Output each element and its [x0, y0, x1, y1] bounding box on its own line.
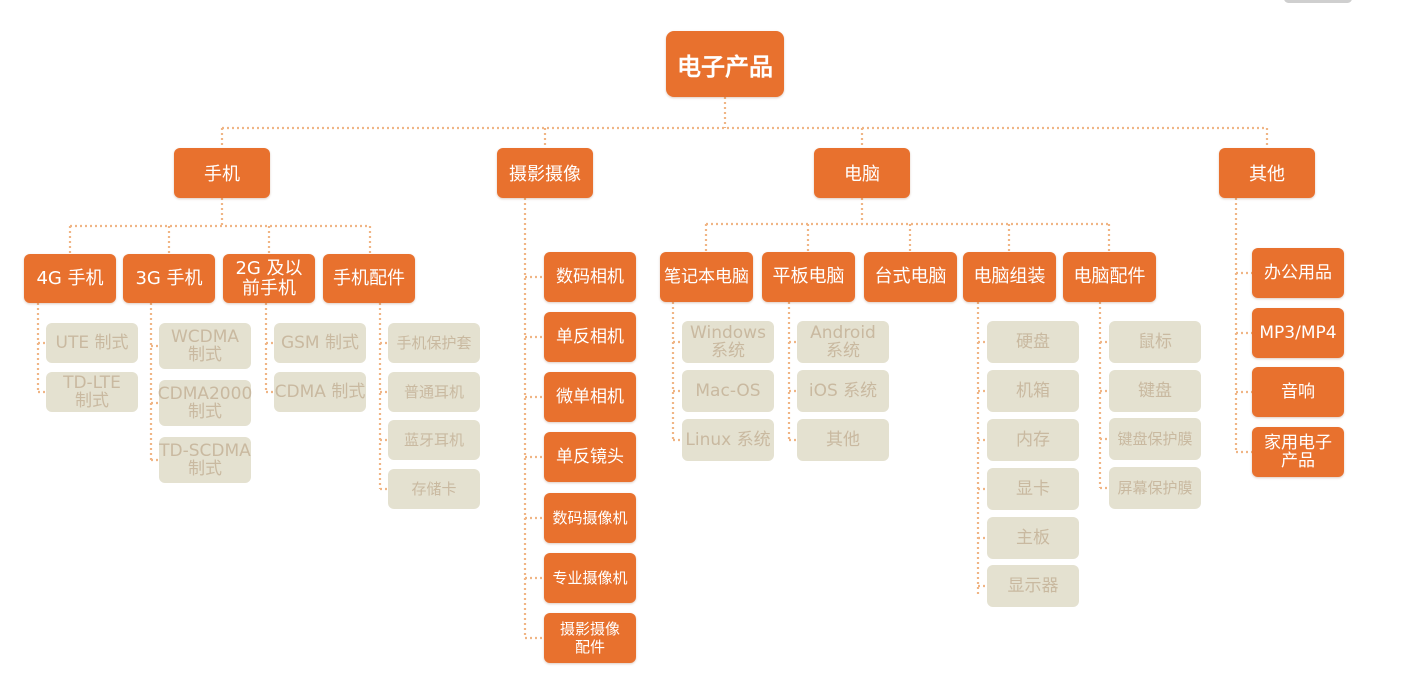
leaf-td-lte: TD-LTE 制式 — [46, 372, 138, 412]
node-other: 其他 — [1219, 148, 1315, 198]
leaf-digital-camera: 数码相机 — [544, 252, 636, 302]
node-root: 电子产品 — [666, 31, 784, 97]
leaf-phone-case: 手机保护套 — [388, 323, 480, 363]
node-phone-accessories: 手机配件 — [323, 254, 415, 303]
node-pc-accessories: 电脑配件 — [1063, 252, 1156, 302]
leaf-home-electronics: 家用电子 产品 — [1252, 427, 1344, 477]
leaf-keyboard: 键盘 — [1109, 370, 1201, 412]
leaf-ios: iOS 系统 — [797, 370, 889, 412]
leaf-mac-os: Mac-OS — [682, 370, 774, 412]
leaf-android: Android 系统 — [797, 321, 889, 363]
leaf-memory: 内存 — [987, 419, 1079, 461]
leaf-cdma2000: CDMA2000 制式 — [158, 380, 252, 426]
leaf-screen-film: 屏幕保护膜 — [1109, 467, 1201, 509]
leaf-graphics-card: 显卡 — [987, 468, 1079, 510]
leaf-bluetooth-earphone: 蓝牙耳机 — [388, 420, 480, 460]
leaf-earphone: 普通耳机 — [388, 372, 480, 412]
node-3g-phone: 3G 手机 — [123, 254, 215, 303]
leaf-photo-accessories: 摄影摄像 配件 — [544, 613, 636, 663]
node-tablet: 平板电脑 — [762, 252, 855, 302]
leaf-linux: Linux 系统 — [682, 419, 774, 461]
leaf-mouse: 鼠标 — [1109, 321, 1201, 363]
leaf-case: 机箱 — [987, 370, 1079, 412]
leaf-camcorder: 数码摄像机 — [544, 493, 636, 543]
leaf-dslr: 单反相机 — [544, 312, 636, 362]
node-computer: 电脑 — [814, 148, 910, 198]
leaf-mirrorless: 微单相机 — [544, 372, 636, 422]
node-laptop: 笔记本电脑 — [660, 252, 753, 302]
node-2g-phone: 2G 及以 前手机 — [223, 254, 315, 303]
leaf-monitor: 显示器 — [987, 565, 1079, 607]
leaf-tablet-other: 其他 — [797, 419, 889, 461]
leaf-pro-camcorder: 专业摄像机 — [544, 553, 636, 603]
scroll-indicator — [1284, 0, 1352, 3]
node-phone: 手机 — [174, 148, 270, 198]
leaf-keyboard-film: 键盘保护膜 — [1109, 418, 1201, 460]
leaf-motherboard: 主板 — [987, 517, 1079, 559]
leaf-td-scdma: TD-SCDMA 制式 — [159, 437, 251, 483]
node-4g-phone: 4G 手机 — [24, 254, 116, 303]
leaf-speaker: 音响 — [1252, 367, 1344, 417]
leaf-windows: Windows 系统 — [682, 321, 774, 363]
node-pc-assembly: 电脑组装 — [963, 252, 1056, 302]
leaf-hard-disk: 硬盘 — [987, 321, 1079, 363]
leaf-ute: UTE 制式 — [46, 323, 138, 363]
leaf-gsm: GSM 制式 — [274, 323, 366, 363]
leaf-mp3-mp4: MP3/MP4 — [1252, 308, 1344, 358]
leaf-cdma: CDMA 制式 — [274, 372, 366, 412]
leaf-office-supplies: 办公用品 — [1252, 248, 1344, 298]
node-photography: 摄影摄像 — [497, 148, 593, 198]
node-desktop: 台式电脑 — [864, 252, 957, 302]
leaf-dslr-lens: 单反镜头 — [544, 432, 636, 482]
leaf-memory-card: 存储卡 — [388, 469, 480, 509]
leaf-wcdma: WCDMA 制式 — [159, 323, 251, 369]
